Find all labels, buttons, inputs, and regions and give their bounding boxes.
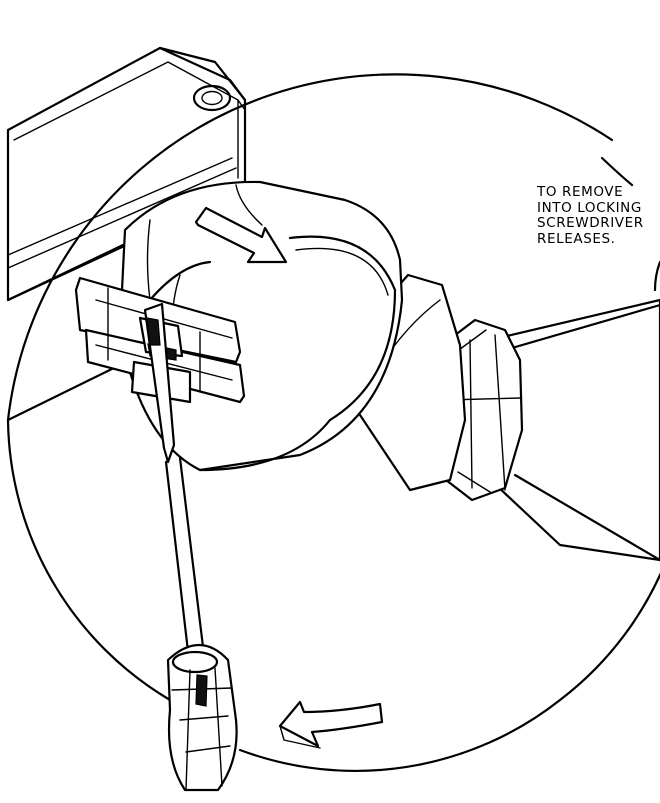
enclosure-box (6, 46, 247, 422)
push-direction-arrow (278, 700, 384, 748)
callout-leader-line (600, 156, 660, 292)
unlock-direction-arrow (194, 206, 288, 264)
callout-line-4: RELEASES. (537, 230, 616, 247)
callout-line-2: INTO LOCKING (537, 199, 642, 216)
mounting-hole (192, 84, 232, 112)
callout-line-1: TO REMOVE (537, 185, 624, 200)
instruction-callout: TO REMOVE INTO LOCKING SCREWDRIVER RELEA… (537, 185, 660, 265)
detail-circle (6, 73, 660, 773)
cable (478, 298, 660, 562)
callout-line-3: SCREWDRIVER (537, 215, 644, 231)
screwdriver (143, 302, 238, 792)
